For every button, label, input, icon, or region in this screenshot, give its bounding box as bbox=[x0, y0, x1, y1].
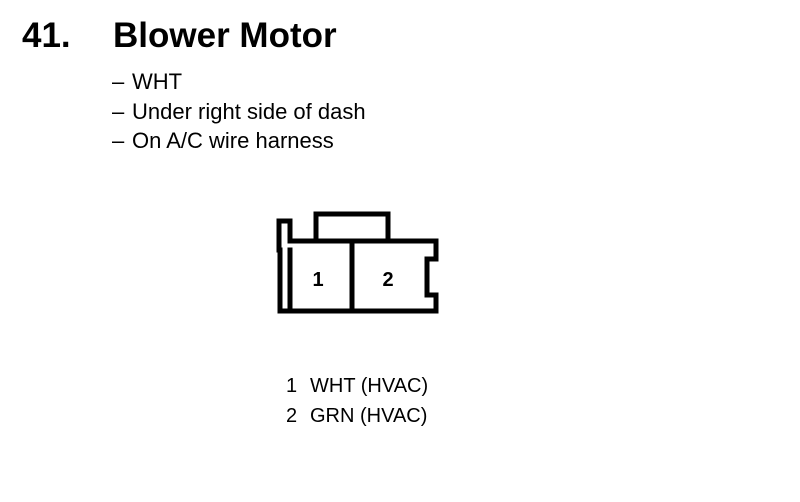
connector-notes: –WHT –Under right side of dash –On A/C w… bbox=[112, 67, 366, 156]
pin-row: 2 GRN (HVAC) bbox=[286, 402, 428, 432]
note-color: –WHT bbox=[112, 67, 366, 97]
connector-diagram: 1 2 bbox=[276, 211, 439, 314]
section-number: 41. bbox=[22, 16, 71, 55]
pin-wire: WHT (HVAC) bbox=[310, 375, 429, 397]
connector-body bbox=[276, 218, 439, 314]
pin-number: 1 bbox=[286, 375, 298, 397]
dash: – bbox=[112, 98, 125, 124]
dash: – bbox=[112, 69, 125, 94]
note-harness: –On A/C wire harness bbox=[112, 126, 366, 156]
cavity-label-1: 1 bbox=[312, 269, 323, 291]
pin-row: 1 WHT (HVAC) bbox=[286, 372, 428, 402]
note-text: On A/C wire harness bbox=[132, 128, 334, 153]
locking-tab bbox=[313, 211, 391, 244]
pin-number: 2 bbox=[286, 404, 298, 427]
note-location: –Under right side of dash bbox=[112, 97, 366, 127]
pin-list: 1 WHT (HVAC) 2 GRN (HVAC) bbox=[286, 372, 428, 431]
note-text: WHT bbox=[132, 69, 183, 94]
cavity-label-2: 2 bbox=[382, 269, 393, 291]
pin-wire: GRN (HVAC) bbox=[310, 404, 428, 427]
note-text: Under right side of dash bbox=[132, 98, 366, 124]
page-title: Blower Motor bbox=[113, 16, 337, 55]
dash: – bbox=[112, 128, 125, 153]
